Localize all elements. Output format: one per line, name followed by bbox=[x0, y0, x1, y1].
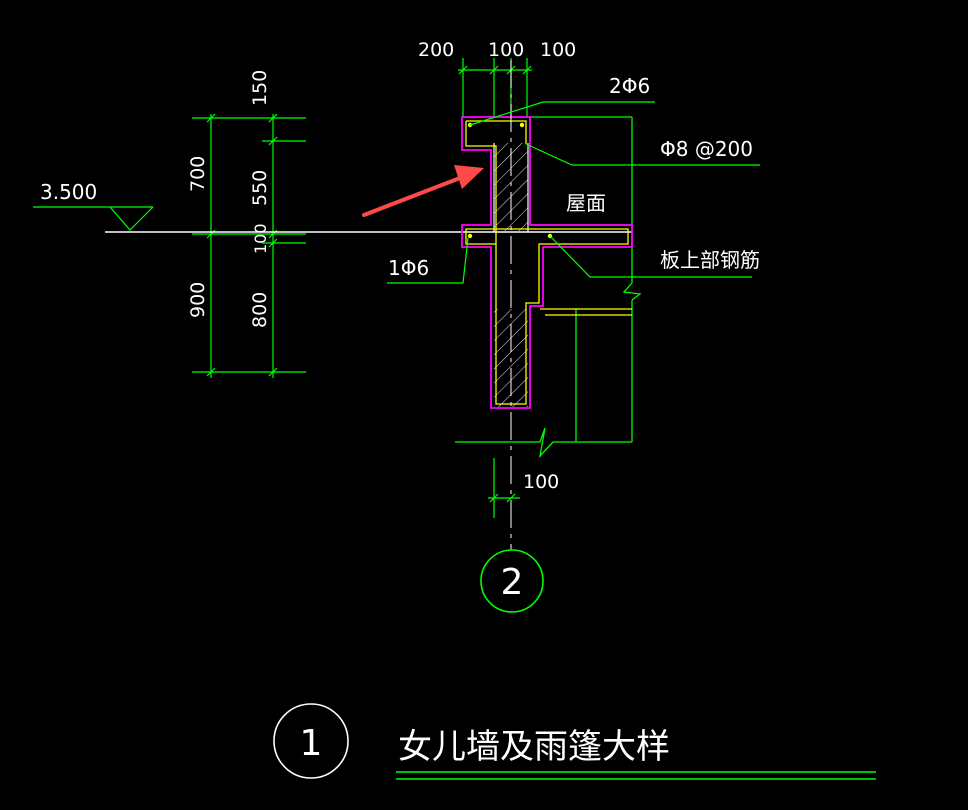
dim-550: 550 bbox=[249, 170, 271, 206]
dim-bottom-100: 100 bbox=[523, 471, 559, 493]
top-dim-100-b: 100 bbox=[540, 39, 576, 61]
axis-number: 2 bbox=[501, 562, 524, 603]
dim-800: 800 bbox=[249, 292, 271, 328]
dim-100-left: 100 bbox=[251, 223, 270, 254]
detail-title: 女儿墙及雨篷大样 bbox=[398, 727, 670, 767]
left-dimensions: 700 900 150 550 100 800 bbox=[187, 70, 306, 378]
top-dim-100-a: 100 bbox=[488, 39, 524, 61]
concrete-outline bbox=[461, 116, 633, 409]
detail-number: 1 bbox=[300, 723, 323, 764]
parapet-section bbox=[455, 60, 642, 550]
axis-bubble: 2 bbox=[480, 549, 544, 613]
label-top-rebar: 2Φ6 bbox=[609, 74, 650, 98]
elevation-value: 3.500 bbox=[40, 180, 97, 204]
elevation-mark: 3.500 bbox=[33, 180, 632, 233]
top-dim-200: 200 bbox=[418, 39, 454, 61]
label-slab-rebar: 板上部钢筋 bbox=[660, 248, 760, 272]
dim-900: 900 bbox=[187, 282, 209, 318]
annotations: 2Φ6 Φ8 @200 屋面 1Φ6 板上部钢筋 bbox=[387, 74, 760, 284]
rebar-lines bbox=[465, 120, 629, 405]
label-roof: 屋面 bbox=[566, 191, 606, 215]
red-arrow bbox=[362, 165, 484, 217]
top-dimensions: 200 100 100 bbox=[418, 39, 576, 118]
dim-700: 700 bbox=[187, 156, 209, 192]
detail-title-block: 1 女儿墙及雨篷大样 bbox=[273, 703, 876, 780]
bottom-dimension: 100 bbox=[488, 458, 559, 518]
label-bottom-rebar: 1Φ6 bbox=[388, 256, 429, 280]
label-stirrup: Φ8 @200 bbox=[660, 137, 753, 161]
dim-150: 150 bbox=[249, 70, 271, 106]
